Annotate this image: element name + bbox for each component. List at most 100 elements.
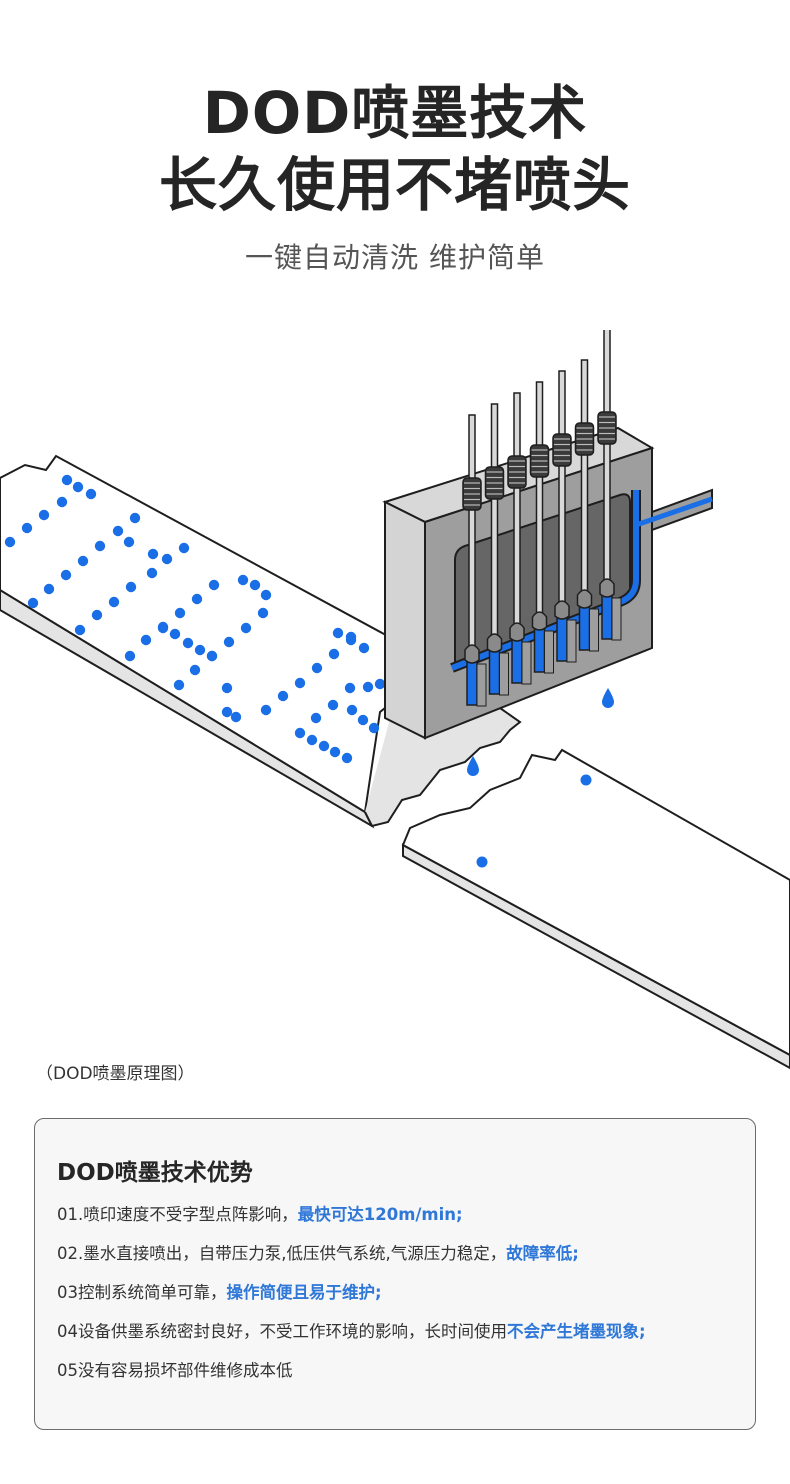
ink-dot (147, 548, 159, 560)
ink-dot (344, 682, 356, 694)
ink-dot (358, 642, 370, 654)
ink-dot (346, 704, 358, 716)
ink-dot (61, 474, 73, 486)
advantages-title: DOD喷墨技术优势 (57, 1160, 253, 1186)
ink-dot (38, 509, 50, 521)
ink-dot (328, 648, 340, 660)
ink-dot (230, 711, 242, 723)
ink-dot (332, 627, 344, 639)
ink-dot (146, 567, 158, 579)
advantage-text: 04设备供墨系统密封良好，不受工作环境的影响，长时间使用 (57, 1322, 507, 1341)
ink-dot (43, 583, 55, 595)
ink-dot (4, 536, 16, 548)
advantage-item: 05没有容易损坏部件维修成本低 (57, 1357, 646, 1396)
nozzle-needle-icon (462, 414, 482, 664)
ink-dot (21, 522, 33, 534)
advantage-item: 04设备供墨系统密封良好，不受工作环境的影响，长时间使用不会产生堵墨现象; (57, 1318, 646, 1357)
ink-dot (221, 706, 233, 718)
ink-dot (310, 712, 322, 724)
ink-dot (208, 579, 220, 591)
ink-supply-pipe-icon (635, 488, 713, 532)
ink-dot (294, 677, 306, 689)
advantage-text: 03控制系统简单可靠， (57, 1283, 227, 1302)
ink-dot (221, 682, 233, 694)
nozzle-needle-icon (597, 330, 617, 598)
ink-dot (94, 540, 106, 552)
substrate-strip-icon (401, 748, 790, 1070)
ink-droplet-icon (467, 756, 479, 776)
ink-dot (341, 752, 353, 764)
ink-dot (189, 664, 201, 676)
ink-dot (191, 593, 203, 605)
nozzle-needle-icon (484, 403, 505, 653)
ink-dot (277, 690, 289, 702)
ink-dot (294, 727, 306, 739)
ink-dot (178, 542, 190, 554)
ink-dot (206, 650, 218, 662)
hero-title-line1: DOD喷墨技术 (202, 79, 588, 147)
ink-dot (91, 609, 103, 621)
ink-dot (260, 589, 272, 601)
ink-dot (169, 628, 181, 640)
nozzle-needle-icon (552, 370, 572, 620)
ink-dot (27, 597, 39, 609)
advantage-highlight: 操作简便且易于维护; (226, 1283, 382, 1302)
ink-dot (140, 634, 152, 646)
ink-dot (223, 636, 235, 648)
dot-matrix-print-icon (4, 474, 386, 764)
advantage-highlight: 不会产生堵墨现象; (507, 1322, 646, 1341)
ink-dot (85, 488, 97, 500)
ink-droplet-icon (602, 688, 614, 708)
ink-dot (112, 525, 124, 537)
ink-dot (125, 581, 137, 593)
advantage-highlight: 故障率低; (506, 1244, 579, 1263)
ink-dot (182, 637, 194, 649)
ink-dot (260, 704, 272, 716)
ink-dot (60, 569, 72, 581)
ink-dot (318, 740, 330, 752)
ink-dot (174, 607, 186, 619)
ink-dot (173, 679, 185, 691)
ink-dot (357, 714, 369, 726)
diagram-caption: （DOD喷墨原理图） (36, 1064, 195, 1084)
advantage-text: 02.墨水直接喷出，自带压力泵,低压供气系统,气源压力稳定， (57, 1244, 507, 1263)
ink-dot (476, 856, 488, 868)
nozzle-needle-icon (574, 359, 595, 609)
ink-dot (194, 644, 206, 656)
ink-dot (240, 622, 252, 634)
ink-dot (311, 662, 323, 674)
ink-dot (56, 496, 68, 508)
ink-dot (580, 774, 592, 786)
ink-dot (72, 481, 84, 493)
advantages-card: DOD喷墨技术优势 01.喷印速度不受字型点阵影响，最快可达120m/min; … (34, 1118, 756, 1430)
printhead-block-icon (382, 330, 713, 740)
ink-dot (161, 553, 173, 565)
ink-dot (257, 607, 269, 619)
nozzle-needle-icon (507, 392, 527, 642)
ink-dot (327, 699, 339, 711)
advantage-item: 01.喷印速度不受字型点阵影响，最快可达120m/min; (57, 1201, 646, 1240)
advantage-item: 02.墨水直接喷出，自带压力泵,低压供气系统,气源压力稳定，故障率低; (57, 1240, 646, 1279)
ink-dot (77, 555, 89, 567)
hero-subtitle: 一键自动清洗 维护简单 (245, 241, 545, 274)
advantage-text: 01.喷印速度不受字型点阵影响， (57, 1205, 298, 1224)
nozzle-needle-icon (529, 381, 550, 631)
ink-dot (306, 734, 318, 746)
ink-dot (124, 650, 136, 662)
ink-dot (362, 681, 374, 693)
ink-dot (123, 536, 135, 548)
ink-dot (374, 678, 386, 690)
dod-principle-diagram (0, 330, 790, 1070)
ink-dot (129, 512, 141, 524)
advantage-highlight: 最快可达120m/min; (297, 1205, 463, 1224)
ink-dot (157, 622, 169, 634)
ink-dot (345, 631, 357, 643)
ink-dot (108, 596, 120, 608)
ink-dot (329, 746, 341, 758)
ink-dot (368, 722, 380, 734)
advantages-list: 01.喷印速度不受字型点阵影响，最快可达120m/min; 02.墨水直接喷出，… (57, 1201, 646, 1396)
hero-title-line2: 长久使用不堵喷头 (158, 151, 631, 219)
ink-dot (237, 574, 249, 586)
advantage-item: 03控制系统简单可靠，操作简便且易于维护; (57, 1279, 646, 1318)
advantage-text: 05没有容易损坏部件维修成本低 (57, 1361, 293, 1380)
